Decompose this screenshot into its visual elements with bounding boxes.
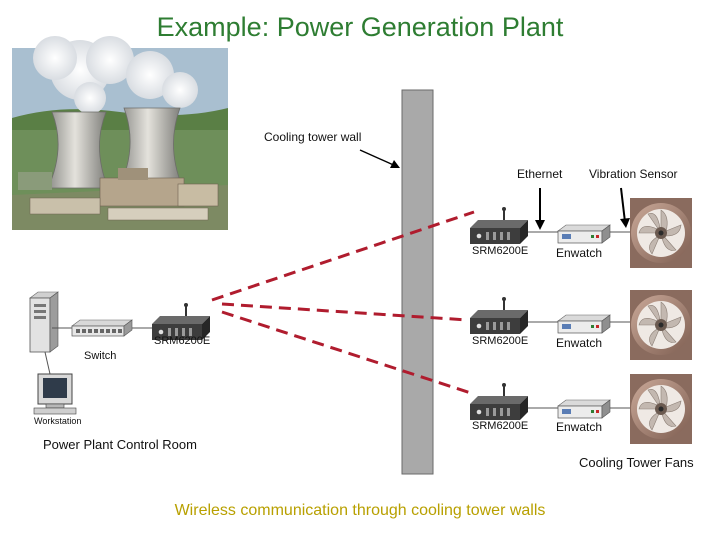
wall-pointer-arrow [359, 149, 399, 168]
radio-model-label: SRM6200E [154, 335, 211, 347]
radio-model-label: SRM6200E [472, 245, 529, 257]
cooling-tower-icon [47, 107, 183, 189]
fan-icon [629, 289, 693, 361]
enwatch-label: Enwatch [556, 336, 603, 350]
radio-model-label: SRM6200E [472, 420, 529, 432]
fan-icon [629, 197, 693, 269]
ethernet-label: Ethernet [517, 167, 563, 181]
wireless-link-bottom [221, 310, 475, 396]
vibration-sensor-label: Vibration Sensor [589, 167, 678, 181]
wireless-link-top [211, 210, 475, 302]
radio-icon [469, 296, 529, 335]
page-title: Example: Power Generation Plant [156, 12, 564, 42]
cooling-tower-wall [401, 89, 434, 475]
control-room-label: Power Plant Control Room [43, 437, 197, 452]
fan-icon [629, 373, 693, 445]
radio-icon [469, 206, 529, 245]
footer-caption: Wireless communication through cooling t… [174, 502, 546, 519]
radio-icon [469, 382, 529, 421]
workstation-icon [33, 373, 77, 415]
cooling-fans-label: Cooling Tower Fans [579, 455, 694, 470]
enwatch-unit-icon [557, 314, 611, 334]
ethernet-arrow [535, 188, 545, 230]
switch-label: Switch [84, 350, 117, 362]
workstation-label: Workstation [34, 416, 82, 426]
enwatch-label: Enwatch [556, 246, 603, 260]
plant-buildings [18, 168, 219, 221]
network-switch-icon [71, 319, 133, 337]
enwatch-unit-icon [557, 399, 611, 419]
enwatch-unit-icon [557, 224, 611, 244]
power-plant-photo [12, 36, 228, 230]
radio-model-label: SRM6200E [472, 335, 529, 347]
cooling-tower-wall-label: Cooling tower wall [264, 130, 362, 144]
steam-cloud-icon [33, 36, 198, 114]
vibration-sensor-arrow [620, 187, 630, 228]
wireless-link-middle [221, 302, 469, 322]
wireless-links [211, 210, 475, 396]
server-tower-icon [29, 291, 59, 353]
enwatch-label: Enwatch [556, 420, 603, 434]
